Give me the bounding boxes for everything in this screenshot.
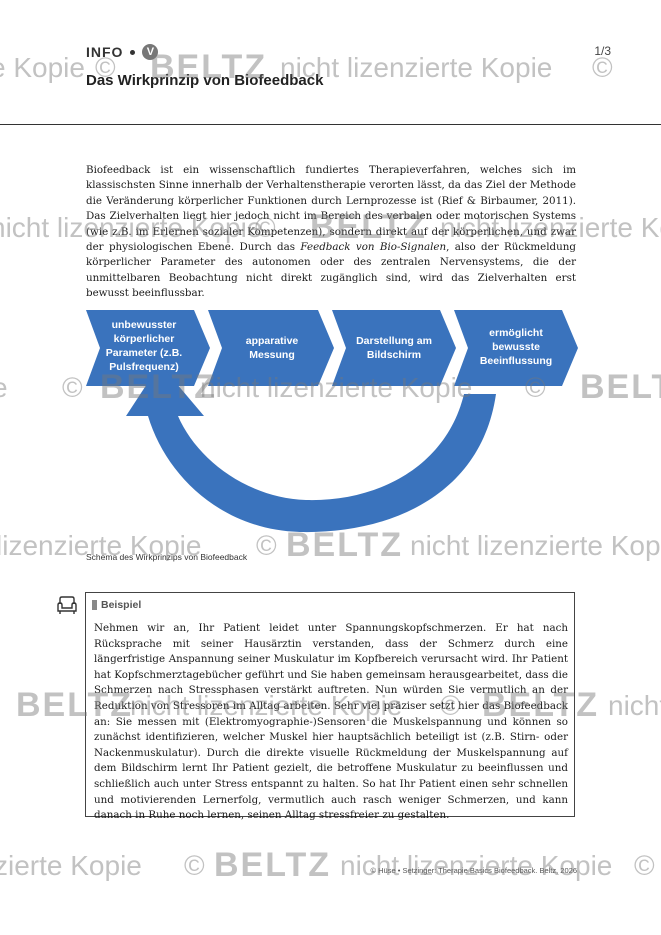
watermark-brand: BELTZ bbox=[580, 368, 661, 406]
diagram-caption: Schema des Wirkprinzips von Biofeedback bbox=[86, 552, 248, 562]
section-label: INFO V bbox=[86, 44, 159, 60]
diagram-graphic bbox=[86, 310, 578, 533]
intro-emphasis: Feedback von Bio-Signalen bbox=[300, 241, 447, 254]
step-label-2: apparative Messung bbox=[245, 335, 299, 361]
biofeedback-diagram: unbewusster körperlicher Parameter (z.B.… bbox=[86, 308, 578, 558]
watermark-copyright: © bbox=[62, 372, 83, 403]
section-badge: V bbox=[142, 44, 159, 60]
page-number: 1/3 bbox=[594, 44, 611, 58]
step-arrow-3 bbox=[332, 310, 456, 386]
example-box: Beispiel Nehmen wir an, Ihr Patient leid… bbox=[85, 592, 575, 821]
armchair-icon bbox=[57, 596, 77, 614]
watermark-text: zierte Kopie bbox=[0, 850, 142, 881]
step-label-4: ermöglicht bewusste Beeinflussung bbox=[479, 327, 553, 367]
heading-marker bbox=[92, 600, 97, 610]
step-label-3: Darstellung am Bildschirm bbox=[356, 335, 432, 361]
feedback-loop-arrow bbox=[126, 364, 496, 533]
copyright-footer: © Hüse • Setzinger: Therapie Basics Biof… bbox=[370, 866, 577, 875]
intro-text-2: , also der Rückmeldung körperlicher Para… bbox=[86, 241, 577, 300]
example-text: Nehmen wir an, Ihr Patient leidet unter … bbox=[94, 622, 568, 822]
step-arrow-2 bbox=[208, 310, 334, 386]
header-divider bbox=[0, 124, 661, 125]
watermark-brand: BELTZ bbox=[214, 846, 332, 884]
page-header: INFO V 1/3 Das Wirkprinzip von Biofeedba… bbox=[86, 40, 621, 100]
section-name: INFO bbox=[86, 44, 124, 60]
step-arrow-4 bbox=[454, 310, 578, 386]
watermark-text: nicht bbox=[608, 690, 661, 721]
step-label-1: unbewusster körperlicher Parameter (z.B.… bbox=[105, 319, 183, 373]
watermark-text: e bbox=[0, 372, 8, 404]
bullet-dot bbox=[130, 49, 136, 55]
intro-paragraph: Biofeedback ist ein wissenschaftlich fun… bbox=[86, 163, 576, 302]
intro-text-1: Biofeedback ist ein wissenschaftlich fun… bbox=[86, 164, 576, 254]
page-title: Das Wirkprinzip von Biofeedback bbox=[86, 72, 324, 89]
example-heading-text: Beispiel bbox=[101, 599, 142, 611]
step-arrow-1 bbox=[86, 310, 210, 386]
watermark-copyright: © bbox=[634, 850, 655, 881]
watermark-copyright: © bbox=[184, 850, 205, 881]
example-heading: Beispiel bbox=[92, 599, 141, 611]
watermark-text: e Kopie bbox=[0, 52, 85, 83]
